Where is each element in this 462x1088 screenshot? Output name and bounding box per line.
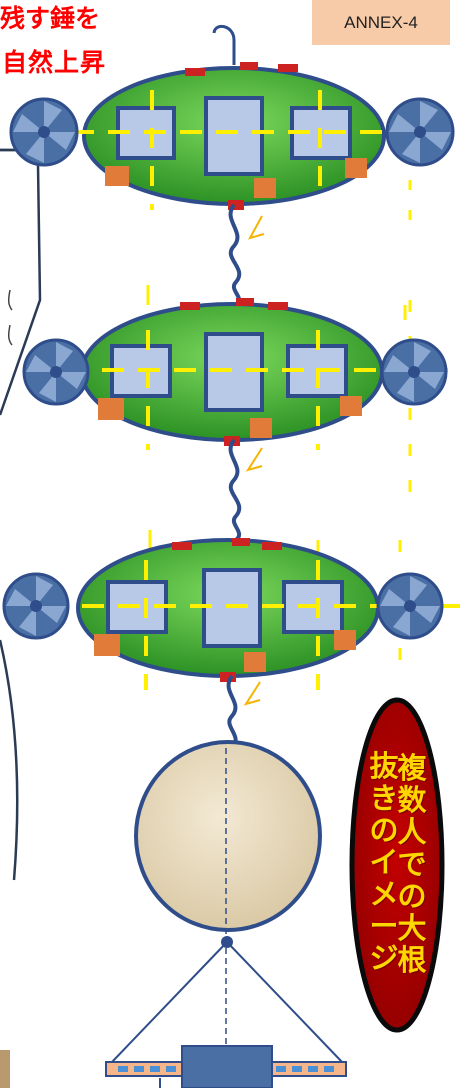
propeller-icon <box>385 97 455 167</box>
callout-text-col-right: 複数人での大根 <box>397 751 427 977</box>
connector-icon <box>226 674 238 750</box>
arrow-icon <box>243 681 261 706</box>
edge-fragment <box>0 1050 10 1088</box>
tether-line <box>226 941 343 1063</box>
title-line-2: 自然上昇 <box>2 48 107 77</box>
arrow-icon <box>245 447 263 472</box>
weight-sphere <box>134 740 322 932</box>
arrow-icon <box>247 215 265 240</box>
left-bubble-edge <box>0 639 19 881</box>
hook-icon <box>212 24 236 65</box>
callout-text-col-left: 抜きのイメージ <box>369 749 399 975</box>
title-line-1: 残す錘を <box>0 4 101 33</box>
weight-icon <box>94 538 356 682</box>
weight-icon <box>98 298 362 446</box>
balloon-unit-3 <box>2 538 460 690</box>
propeller-icon <box>380 338 448 406</box>
connector-icon <box>228 203 242 307</box>
propeller-icon <box>2 572 70 640</box>
tether-line <box>111 941 228 1063</box>
balloon-unit-1 <box>9 62 455 210</box>
callout-text-fragment <box>7 289 13 311</box>
callout-text: 抜きのイメージ 複数人での大根 <box>369 700 426 1030</box>
propeller-icon <box>22 338 90 406</box>
propeller-icon <box>9 97 79 167</box>
annex-label: ANNEX-4 <box>312 0 450 45</box>
base-block <box>181 1045 273 1088</box>
callout-oval <box>349 697 445 1033</box>
balloon-unit-2 <box>22 298 450 450</box>
connector-icon <box>228 438 242 542</box>
propeller-icon <box>376 572 444 640</box>
weight-icon <box>105 62 367 210</box>
